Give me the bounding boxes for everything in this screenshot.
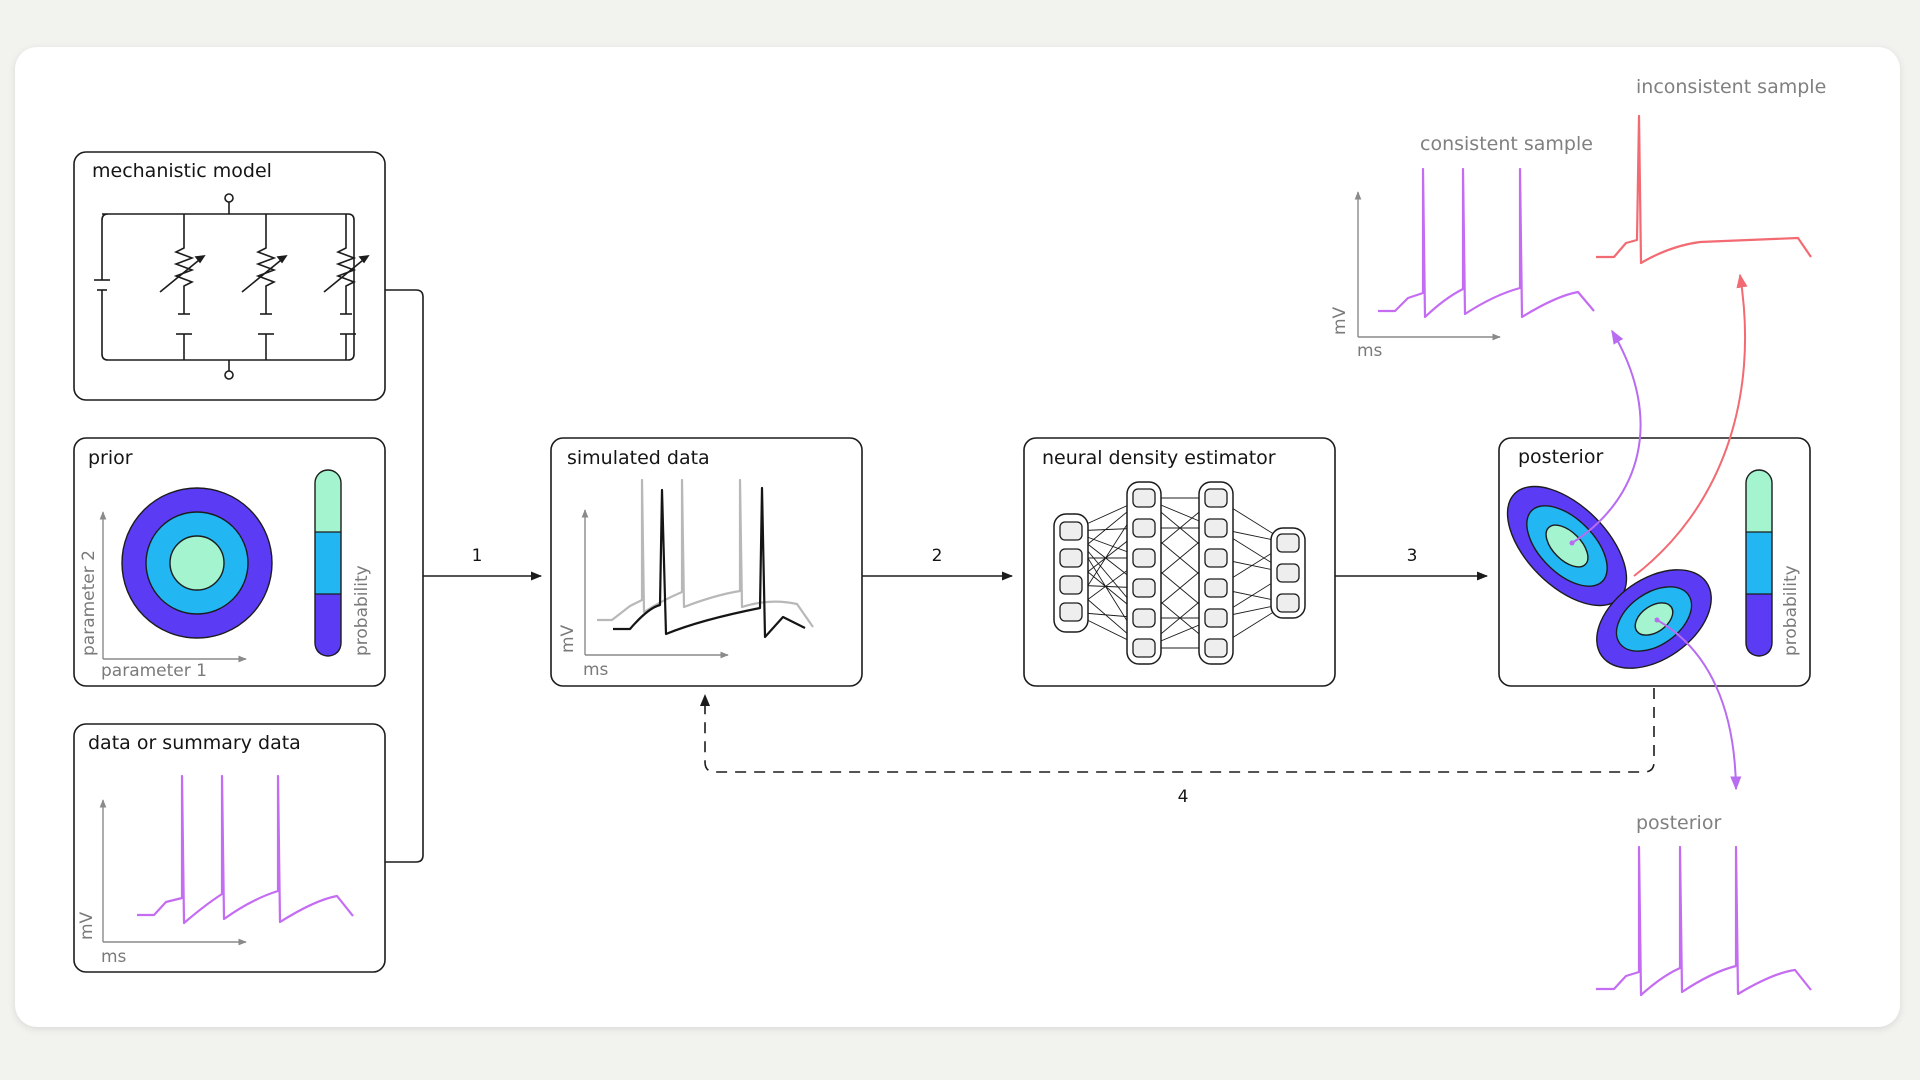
parameter-1-label: parameter 1 bbox=[101, 661, 207, 681]
network-layer-1 bbox=[1053, 513, 1089, 633]
posterior-sample-label: posterior bbox=[1636, 812, 1721, 834]
feedback-arrow-head bbox=[700, 694, 710, 706]
posterior-density-lower bbox=[1596, 569, 1712, 669]
network-connections bbox=[1070, 497, 1289, 649]
inconsistent-sample-plot: inconsistent sample bbox=[1596, 76, 1826, 265]
observed-mv-label: mV bbox=[77, 911, 97, 940]
simulated-mv-label: mV bbox=[558, 624, 578, 653]
step-2-label: 2 bbox=[932, 546, 943, 566]
simulated-data-title: simulated data bbox=[567, 447, 710, 469]
posterior-probability-scale bbox=[1745, 469, 1773, 657]
mechanistic-model-box: mechanistic model bbox=[73, 151, 386, 401]
consistent-sample-label: consistent sample bbox=[1420, 133, 1593, 155]
mechanistic-model-title: mechanistic model bbox=[92, 160, 272, 182]
consistent-voltage-trace bbox=[1378, 167, 1595, 319]
observed-data-box: data or summary data ms mV bbox=[73, 723, 386, 973]
step-1-label: 1 bbox=[472, 546, 483, 566]
consistent-mv-label: mV bbox=[1330, 306, 1350, 335]
network-layer-3 bbox=[1198, 481, 1234, 665]
consistent-sample-plot: consistent sample ms mV bbox=[1330, 133, 1595, 361]
consistent-ms-label: ms bbox=[1357, 341, 1383, 361]
step-3-label: 3 bbox=[1407, 546, 1418, 566]
posterior-sample-plot: posterior bbox=[1596, 812, 1812, 997]
prior-probability-label: probability bbox=[352, 565, 372, 656]
observed-voltage-trace bbox=[137, 774, 354, 925]
parameter-2-label: parameter 2 bbox=[79, 550, 99, 656]
posterior-voltage-trace bbox=[1596, 845, 1812, 997]
prior-box: prior parameter 1 parameter 2 probabilit… bbox=[73, 437, 386, 687]
posterior-probability-label: probability bbox=[1781, 565, 1801, 656]
neural-density-estimator-box: neural density estimator bbox=[1023, 437, 1336, 687]
observed-data-title: data or summary data bbox=[88, 732, 301, 754]
nde-title: neural density estimator bbox=[1042, 447, 1276, 469]
simulated-data-box: simulated data ms mV bbox=[550, 437, 863, 687]
network-layer-4 bbox=[1270, 527, 1306, 619]
simulated-trace-black bbox=[613, 486, 806, 639]
inputs-connector bbox=[385, 289, 424, 863]
prior-density-rings bbox=[121, 487, 273, 639]
consistent-sample-arrow bbox=[1571, 329, 1642, 544]
step-4-label: 4 bbox=[1178, 787, 1189, 807]
posterior-title: posterior bbox=[1518, 446, 1603, 468]
inconsistent-sample-label: inconsistent sample bbox=[1636, 76, 1826, 98]
posterior-box: posterior probability bbox=[1498, 437, 1811, 687]
network-layer-2 bbox=[1126, 481, 1162, 665]
posterior-sample-arrow bbox=[1656, 619, 1742, 791]
prior-probability-scale bbox=[314, 469, 342, 657]
feedback-arrow-4 bbox=[704, 688, 1655, 773]
circuit-icon bbox=[94, 193, 370, 380]
simulated-ms-label: ms bbox=[583, 660, 609, 680]
prior-title: prior bbox=[88, 447, 133, 469]
inconsistent-sample-arrow bbox=[1633, 273, 1748, 577]
inconsistent-voltage-trace bbox=[1596, 114, 1812, 265]
observed-ms-label: ms bbox=[101, 947, 127, 967]
